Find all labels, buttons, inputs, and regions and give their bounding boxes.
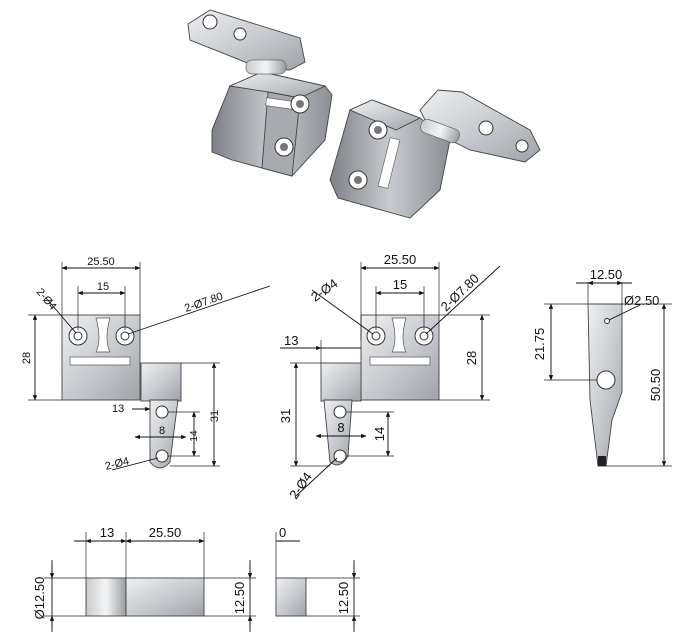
bottom-block — [125, 577, 205, 617]
left-dim-arm-length: 31 — [209, 410, 221, 422]
bottom-right-block — [275, 577, 307, 617]
left-arm-pin — [140, 362, 182, 402]
side-dim-upper-height: 21.75 — [532, 328, 547, 361]
hinge-right-half-photo — [329, 89, 541, 219]
left-dim-large-holes: 2-Ø7.80 — [183, 291, 224, 315]
view-right: 25.50 15 2-Ø4 2-Ø7.80 13 28 31 8 — [278, 252, 501, 502]
hinge-left-half-photo — [187, 9, 333, 177]
bottom-dim-block-length: 25.50 — [149, 525, 182, 540]
view-bottom-left: 13 25.50 Ø12.50 12.50 — [32, 525, 256, 632]
left-dim-arm-hole-spacing: 14 — [189, 430, 200, 442]
hinge-photo — [187, 9, 541, 219]
left-arm — [149, 399, 179, 469]
right-dim-small-holes-top: 2-Ø4 — [308, 276, 340, 305]
left-dim-arm-width: 8 — [159, 425, 165, 437]
right-dim-small-holes-arm: 2-Ø4 — [286, 469, 315, 501]
bottom-right-dim-offset: 0 — [279, 525, 286, 540]
bottom-dim-diameter: Ø12.50 — [32, 577, 47, 620]
side-dim-pin-hole: Ø2.50 — [624, 293, 659, 308]
bottom-dim-height: 12.50 — [232, 582, 247, 615]
side-dim-width: 12.50 — [590, 267, 623, 282]
right-dim-arm-hole-spacing: 14 — [372, 427, 387, 441]
bottom-dim-pin-length: 13 — [100, 525, 114, 540]
right-dim-arm-offset: 13 — [284, 333, 298, 348]
right-arm-pin — [320, 362, 362, 402]
right-dim-hole-spacing: 15 — [393, 277, 407, 292]
right-dim-block-height: 28 — [464, 351, 479, 365]
right-dim-large-holes: 2-Ø7.80 — [438, 271, 482, 314]
view-left: 25.50 15 2-Ø4 2-Ø7.80 28 13 31 14 8 — [21, 256, 271, 473]
left-dim-small-holes-arm: 2-Ø4 — [104, 455, 131, 473]
left-dim-top-width: 25.50 — [87, 256, 115, 268]
bottom-right-dim-height: 12.50 — [336, 582, 351, 615]
left-dim-arm-offset: 13 — [112, 403, 124, 415]
side-dim-total-height: 50.50 — [648, 369, 663, 402]
view-side: 12.50 Ø2.50 21.75 50.50 — [532, 267, 672, 467]
left-dim-block-height: 28 — [21, 352, 33, 364]
right-dim-arm-width: 8 — [337, 420, 344, 435]
left-dim-hole-spacing: 15 — [97, 281, 109, 293]
right-dim-arm-length: 31 — [278, 409, 293, 423]
view-bottom-right: 0 12.50 — [275, 525, 360, 632]
right-dim-top-width: 25.50 — [384, 252, 417, 267]
bottom-pin — [85, 577, 127, 617]
